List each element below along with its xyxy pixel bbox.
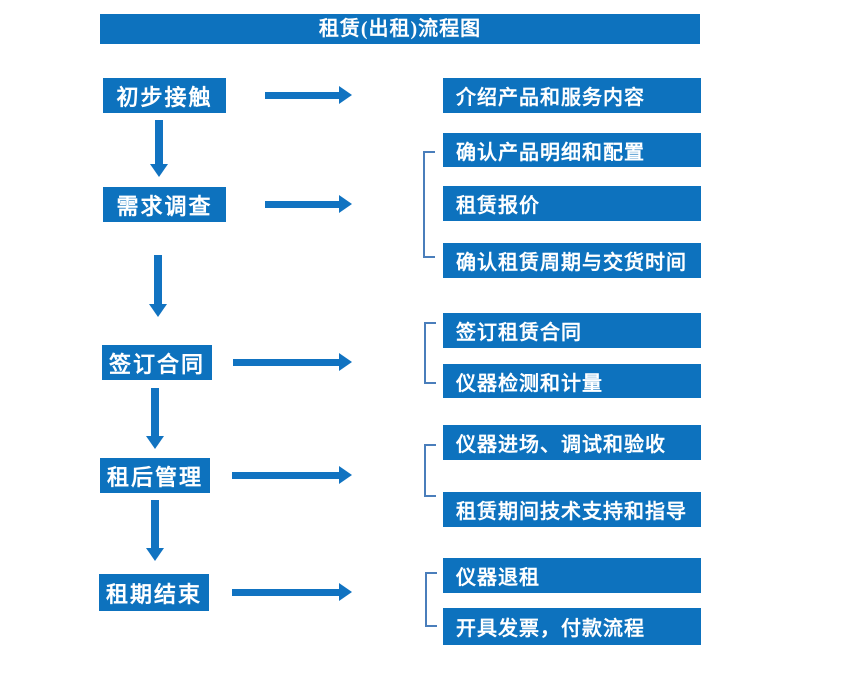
- detail-box-instrument-setup-acceptance: 仪器进场、调试和验收: [443, 425, 701, 460]
- stage-box-initial-contact: 初步接触: [103, 78, 226, 113]
- detail-box-instrument-inspection: 仪器检测和计量: [443, 364, 701, 398]
- arrow-down-icon: [146, 500, 164, 561]
- bracket-connector: [424, 322, 436, 384]
- detail-box-instrument-return: 仪器退租: [443, 558, 701, 593]
- detail-box-technical-support: 租赁期间技术支持和指导: [443, 492, 701, 527]
- detail-box-introduce-products: 介绍产品和服务内容: [443, 78, 701, 113]
- arrow-down-icon: [146, 388, 164, 449]
- stage-box-sign-contract: 签订合同: [102, 345, 212, 380]
- stage-box-rental-end: 租期结束: [99, 574, 209, 611]
- detail-box-rental-quote: 租赁报价: [443, 186, 701, 221]
- stage-box-post-rental-management: 租后管理: [100, 458, 210, 493]
- arrow-down-icon: [149, 255, 167, 317]
- arrow-right-icon: [265, 195, 352, 213]
- stage-box-demand-survey: 需求调查: [103, 187, 226, 222]
- detail-box-sign-rental-contract: 签订租赁合同: [443, 313, 701, 348]
- arrow-down-icon: [150, 120, 168, 177]
- detail-box-confirm-product-details: 确认产品明细和配置: [443, 133, 701, 167]
- arrow-right-icon: [233, 353, 352, 371]
- arrow-right-icon: [232, 466, 352, 484]
- bracket-connector: [425, 572, 437, 627]
- bracket-connector: [424, 444, 436, 497]
- detail-box-invoice-payment: 开具发票，付款流程: [443, 608, 701, 645]
- arrow-right-icon: [232, 583, 352, 601]
- arrow-right-icon: [265, 86, 352, 104]
- flowchart-title: 租赁(出租)流程图: [100, 14, 700, 44]
- detail-box-confirm-rental-period: 确认租赁周期与交货时间: [443, 243, 701, 278]
- bracket-connector: [423, 151, 435, 258]
